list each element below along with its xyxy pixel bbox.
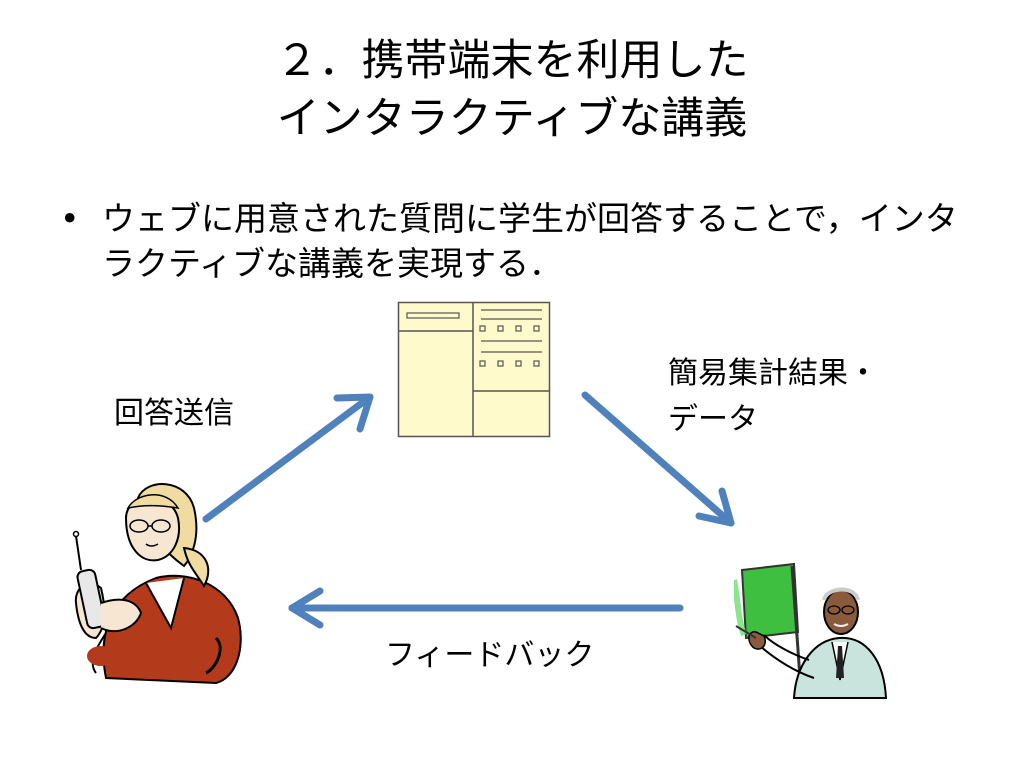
- web-form-icon: [397, 301, 551, 438]
- bullet-item: • ウェブに用意された質問に学生が回答することで，インタラクティブな講義を実現す…: [60, 196, 980, 286]
- arrow-answer-submit: [202, 393, 374, 523]
- slide-title-line-1: ２．携帯端末を利用した: [275, 36, 749, 86]
- result-data-label-line-2: データ: [668, 402, 758, 437]
- teacher-with-board-icon: [734, 562, 888, 699]
- answer-submit-label: 回答送信: [114, 396, 234, 431]
- arrow-result-data: [581, 391, 735, 527]
- slide-title-line-2: インタラクティブな講義: [276, 94, 748, 144]
- result-data-label-line-1: 簡易集計結果・: [668, 356, 878, 391]
- arrow-feedback: [288, 587, 684, 629]
- student-with-phone-icon: [72, 483, 242, 685]
- bullet-text: ウェブに用意された質問に学生が回答することで，インタラクティブな講義を実現する．: [102, 199, 958, 283]
- slide-title: ２．携帯端末を利用した インタラクティブな講義: [0, 32, 1024, 148]
- feedback-label: フィードバック: [385, 638, 595, 673]
- bullet-mark: •: [60, 199, 80, 238]
